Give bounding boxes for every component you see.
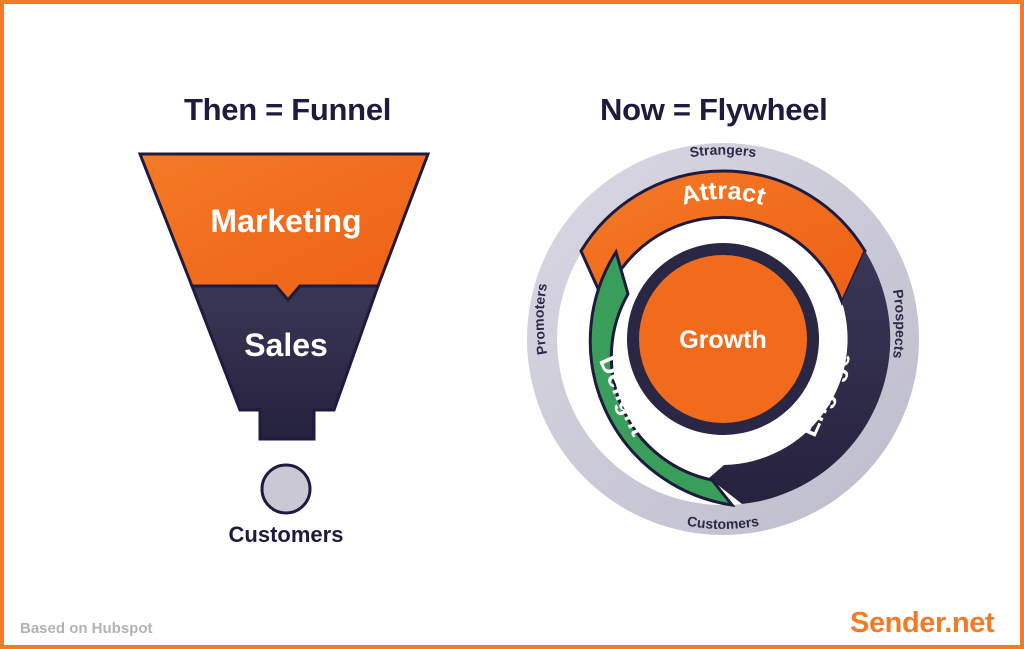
diagram-canvas: Marketing Sales Customers Growth Attract… (4, 4, 1020, 645)
funnel: Marketing Sales Customers (140, 154, 428, 547)
source-note: Based on Hubspot (20, 620, 153, 637)
customer-dot (262, 465, 310, 513)
flywheel-growth-label: Growth (679, 326, 767, 354)
funnel-sales-label: Sales (244, 327, 328, 363)
funnel-marketing-label: Marketing (210, 203, 361, 239)
brand-logo-text: Sender.net (850, 607, 994, 640)
funnel-customers-label: Customers (229, 522, 344, 547)
flywheel: Growth Attract Engage Delight Strangers … (527, 142, 919, 535)
